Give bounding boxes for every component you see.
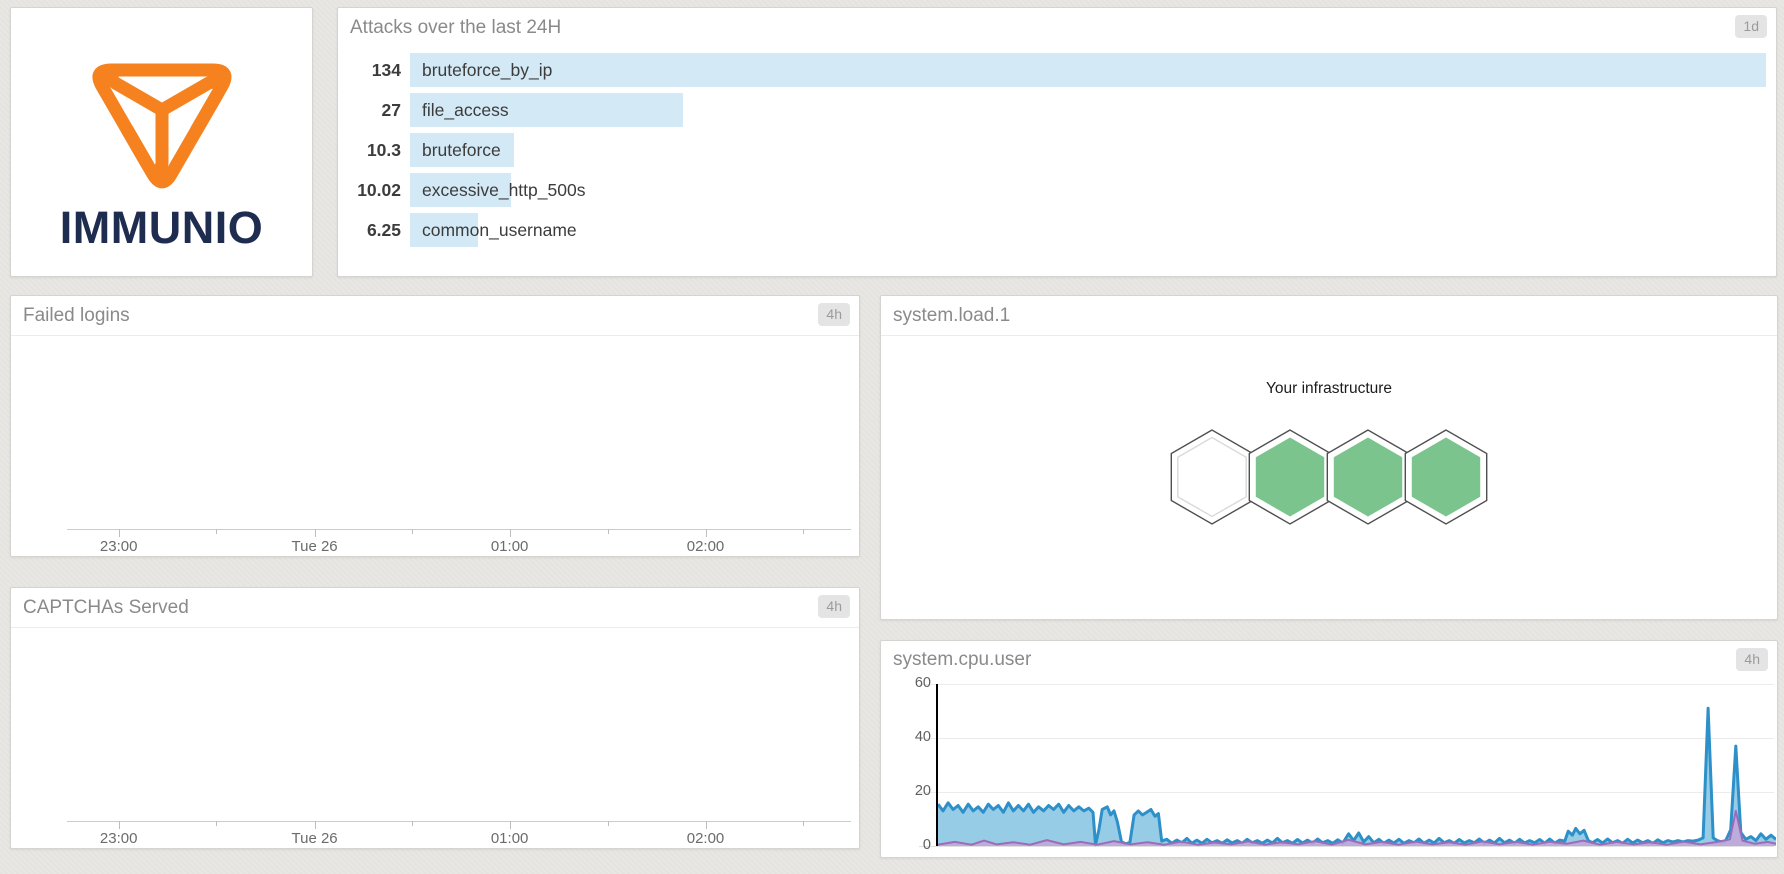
toplist-value: 10.3 xyxy=(338,140,410,161)
x-axis-tick xyxy=(412,529,413,534)
timeframe-badge[interactable]: 1d xyxy=(1735,15,1767,38)
y-axis-label: 60 xyxy=(885,675,931,691)
series-area xyxy=(938,708,1776,846)
system-load-header: system.load.1 xyxy=(881,296,1777,336)
toplist-bar-track: excessive_http_500s xyxy=(410,173,1766,207)
x-axis-tick-label: 23:00 xyxy=(100,538,138,555)
toplist-row[interactable]: 6.25common_username xyxy=(338,210,1766,250)
captchas-panel: CAPTCHAs Served 4h 23:00 Tue 26 01:00 02:00 xyxy=(10,587,860,849)
attacks-panel: Attacks over the last 24H 1d 134brutefor… xyxy=(337,7,1777,277)
toplist-label: excessive_http_500s xyxy=(410,180,585,201)
x-axis-line xyxy=(67,821,851,822)
toplist-bar[interactable]: excessive_http_500s xyxy=(410,173,511,207)
x-axis-tick xyxy=(706,529,707,537)
captchas-x-axis[interactable]: 23:00 Tue 26 01:00 02:00 xyxy=(11,821,859,851)
toplist-row[interactable]: 27file_access xyxy=(338,90,1766,130)
toplist-value: 10.02 xyxy=(338,180,410,201)
x-axis-tick xyxy=(608,529,609,534)
toplist-value: 27 xyxy=(338,100,410,121)
captchas-header: CAPTCHAs Served 4h xyxy=(11,588,859,628)
toplist-label: bruteforce_by_ip xyxy=(410,60,552,81)
toplist-bar-track: file_access xyxy=(410,93,1766,127)
system-cpu-header: system.cpu.user 4h xyxy=(881,641,1777,679)
y-axis-label: 20 xyxy=(885,783,931,799)
x-axis-tick-label: Tue 26 xyxy=(292,538,338,555)
x-axis-tick xyxy=(216,821,217,826)
failed-logins-header: Failed logins 4h xyxy=(11,296,859,336)
timeframe-badge[interactable]: 4h xyxy=(1736,648,1768,671)
x-axis-tick xyxy=(315,821,316,829)
toplist-bar[interactable]: bruteforce_by_ip xyxy=(410,53,1766,87)
toplist-bar-track: common_username xyxy=(410,213,1766,247)
x-axis-tick xyxy=(119,821,120,829)
infrastructure-label: Your infrastructure xyxy=(1266,380,1392,398)
panel-title: system.load.1 xyxy=(893,305,1010,327)
x-axis-tick xyxy=(315,529,316,537)
host-hexagons[interactable] xyxy=(1168,427,1490,527)
system-load-panel: system.load.1 Your infrastructure xyxy=(880,295,1778,620)
panel-title: system.cpu.user xyxy=(893,649,1031,671)
host-map: Your infrastructure xyxy=(881,336,1777,527)
system-cpu-panel: system.cpu.user 4h 0 20 40 60 xyxy=(880,640,1778,858)
toplist-row[interactable]: 10.02excessive_http_500s xyxy=(338,170,1766,210)
panel-title: CAPTCHAs Served xyxy=(23,597,189,619)
cpu-chart[interactable]: 0204060 xyxy=(881,682,1777,857)
x-axis-tick xyxy=(803,821,804,826)
toplist-bar[interactable]: file_access xyxy=(410,93,683,127)
toplist-bar[interactable]: bruteforce xyxy=(410,133,514,167)
toplist-bar-track: bruteforce_by_ip xyxy=(410,53,1766,87)
y-axis-label: 40 xyxy=(885,729,931,745)
toplist-value: 6.25 xyxy=(338,220,410,241)
toplist-row[interactable]: 10.3bruteforce xyxy=(338,130,1766,170)
x-axis-tick-label: 02:00 xyxy=(687,538,725,555)
attacks-toplist[interactable]: 134bruteforce_by_ip27file_access10.3brut… xyxy=(338,48,1776,250)
panel-title: Failed logins xyxy=(23,305,130,327)
toplist-bar[interactable]: common_username xyxy=(410,213,478,247)
toplist-value: 134 xyxy=(338,60,410,81)
cpu-series-plot[interactable] xyxy=(938,684,1776,848)
attacks-panel-header: Attacks over the last 24H 1d xyxy=(338,8,1776,48)
toplist-label: bruteforce xyxy=(410,140,501,161)
toplist-row[interactable]: 134bruteforce_by_ip xyxy=(338,50,1766,90)
immunio-logo-icon xyxy=(62,22,262,200)
x-axis-tick-label: Tue 26 xyxy=(292,830,338,847)
x-axis-tick xyxy=(510,529,511,537)
x-axis-tick xyxy=(706,821,707,829)
x-axis-line xyxy=(67,529,851,530)
brand-wordmark: IMMUNIO xyxy=(60,202,263,254)
failed-logins-panel: Failed logins 4h 23:00 Tue 26 01:00 02:00 xyxy=(10,295,860,557)
x-axis-tick xyxy=(216,529,217,534)
x-axis-tick xyxy=(119,529,120,537)
y-axis-label: 0 xyxy=(885,837,931,853)
x-axis-tick-label: 01:00 xyxy=(491,538,529,555)
panel-title: Attacks over the last 24H xyxy=(350,17,561,39)
x-axis-tick-label: 23:00 xyxy=(100,830,138,847)
toplist-label: file_access xyxy=(410,100,509,121)
failed-logins-x-axis[interactable]: 23:00 Tue 26 01:00 02:00 xyxy=(11,529,859,559)
toplist-bar-track: bruteforce xyxy=(410,133,1766,167)
x-axis-tick xyxy=(412,821,413,826)
toplist-label: common_username xyxy=(410,220,577,241)
x-axis-tick-label: 02:00 xyxy=(687,830,725,847)
x-axis-tick-label: 01:00 xyxy=(491,830,529,847)
logo-panel: IMMUNIO xyxy=(10,7,313,277)
x-axis-tick xyxy=(510,821,511,829)
timeframe-badge[interactable]: 4h xyxy=(818,303,850,326)
x-axis-tick xyxy=(803,529,804,534)
timeframe-badge[interactable]: 4h xyxy=(818,595,850,618)
x-axis-tick xyxy=(608,821,609,826)
